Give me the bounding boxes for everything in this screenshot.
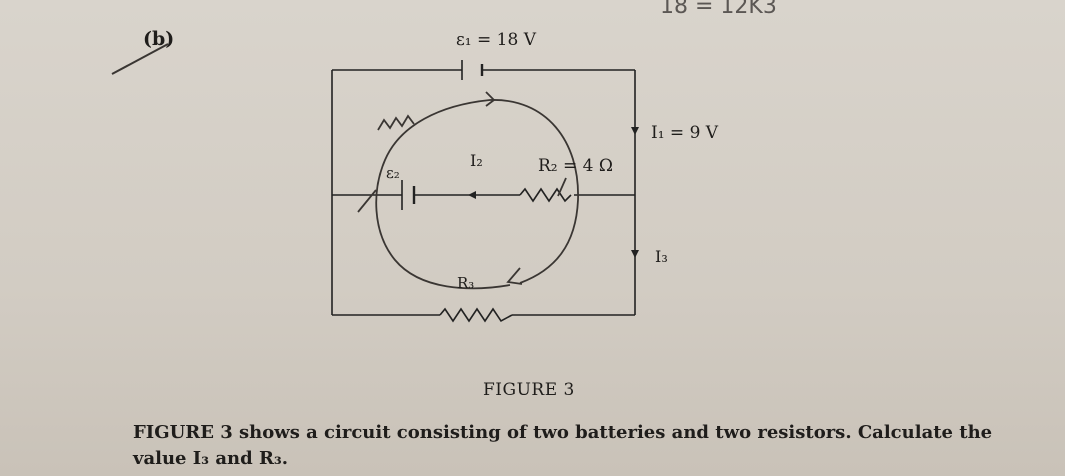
- resistor-r2-symbol: [519, 187, 572, 203]
- handwritten-margin-note: 18 = 12K3: [660, 0, 777, 19]
- current-i2-label: I₂: [470, 151, 483, 170]
- question-text: FIGURE 3 shows a circuit consisting of t…: [133, 420, 992, 472]
- emf2-label: ε₂: [386, 164, 400, 182]
- hand-drawn-loop: [357, 91, 579, 290]
- current-i3-arrow: [631, 250, 639, 258]
- battery-emf1-symbol: [461, 60, 484, 80]
- current-i3-label: I₃: [655, 247, 668, 266]
- pencil-mark: [111, 43, 169, 75]
- question-line-2: value I₃ and R₃.: [133, 448, 289, 469]
- resistor-r2-label: R₂ = 4 Ω: [538, 156, 613, 176]
- resistor-r3-label: R₃: [457, 274, 474, 292]
- resistor-r3-symbol: [439, 307, 513, 323]
- current-i1-arrow: [631, 127, 639, 135]
- question-line-1: FIGURE 3 shows a circuit consisting of t…: [133, 422, 993, 443]
- emf1-label: ε₁ = 18 V: [456, 30, 537, 50]
- current-i1-label: I₁ = 9 V: [651, 123, 719, 143]
- circuit-wires: [331, 69, 636, 316]
- current-i2-arrow: [468, 191, 476, 199]
- battery-emf2-symbol: [401, 180, 416, 210]
- figure-caption: FIGURE 3: [483, 380, 575, 400]
